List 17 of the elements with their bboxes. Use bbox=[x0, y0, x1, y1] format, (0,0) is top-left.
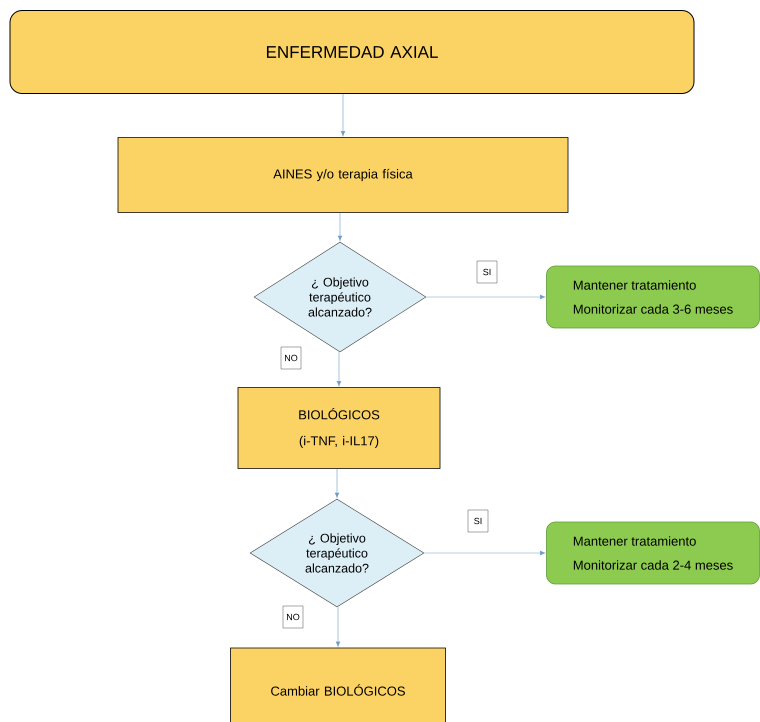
arrow bbox=[336, 607, 340, 647]
arrow bbox=[338, 212, 342, 241]
title-box: ENFERMEDAD AXIAL bbox=[10, 10, 694, 94]
outcome-box: Mantener tratamiento Monitorizar cada 2-4 meses bbox=[546, 522, 760, 584]
process-box: Cambiar BIOLÓGICOS bbox=[230, 648, 446, 722]
edge-label: SI bbox=[468, 510, 488, 532]
arrow bbox=[336, 352, 342, 386]
edge-label: SI bbox=[476, 260, 498, 284]
arrow bbox=[334, 468, 340, 498]
arrow bbox=[340, 94, 346, 136]
arrow bbox=[424, 550, 546, 556]
edge-label: NO bbox=[282, 606, 304, 628]
edge-label: NO bbox=[280, 346, 302, 370]
outcome-box: Mantener tratamiento Monitorizar cada 3-6 meses bbox=[546, 266, 760, 328]
process-box: BIOLÓGICOS (i-TNF, i-IL17) bbox=[238, 387, 440, 469]
process-box: AINES y/o terapia física bbox=[118, 137, 568, 213]
arrow bbox=[426, 294, 546, 300]
